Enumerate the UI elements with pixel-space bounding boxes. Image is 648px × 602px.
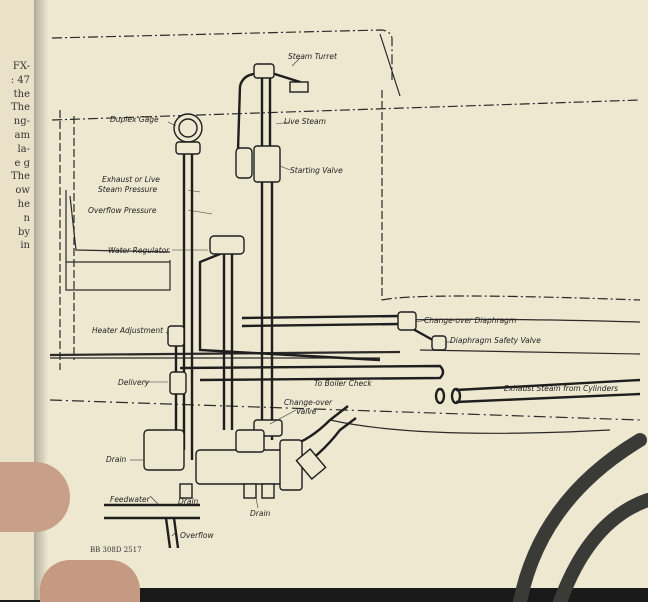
- label-change-over-valve-line1: Change-over: [284, 398, 333, 407]
- label-drain-mid: Drain: [178, 497, 199, 506]
- label-duplex-gage: Duplex Gage: [110, 115, 159, 124]
- label-change-over-valve-line2: Valve: [296, 407, 317, 416]
- left-text-line: la-: [17, 143, 30, 155]
- left-text-line: the: [13, 88, 30, 100]
- label-drain-left: Drain: [106, 455, 127, 464]
- label-exhaust-pressure-line2: Steam Pressure: [98, 185, 157, 194]
- left-page-text: FX- : 47 the The ng- am la- e g The ow h…: [0, 60, 30, 253]
- left-text-line: The: [10, 102, 30, 114]
- cab-outline: [49, 29, 641, 434]
- label-starting-valve: Starting Valve: [290, 166, 343, 175]
- label-live-steam: Live Steam: [284, 117, 326, 126]
- book-spine: [34, 0, 48, 600]
- label-overflow-pressure: Overflow Pressure: [88, 206, 157, 215]
- heater-adjustment-valve: [167, 325, 185, 347]
- finger: [40, 560, 140, 602]
- left-text-line: n: [23, 212, 30, 224]
- components: [143, 63, 447, 499]
- left-text-line: FX-: [12, 61, 30, 72]
- left-text-line: ow: [15, 185, 30, 197]
- starting-valve-body: [253, 145, 281, 183]
- label-steam-turret: Steam Turret: [288, 52, 338, 61]
- left-text-line: e g: [14, 157, 31, 169]
- left-text-line: am: [14, 129, 30, 141]
- left-text-line: by: [17, 226, 30, 238]
- label-exhaust-pressure-line1: Exhaust or Live: [102, 175, 160, 184]
- left-text-line: : 47: [10, 74, 30, 86]
- label-change-over-diaphragm: Change-over Diaphragm: [424, 316, 516, 325]
- leader-lines: [130, 57, 452, 537]
- duplex-gage-dial: [173, 113, 203, 143]
- figure-code: BB 308D 2517: [90, 546, 142, 554]
- diagram-labels: Steam Turret Duplex Gage Live Steam Star…: [88, 52, 618, 540]
- label-exhaust-steam-cylinders: Exhaust Steam from Cylinders: [504, 384, 618, 393]
- label-overflow: Overflow: [180, 531, 214, 540]
- injector-main-body: [195, 449, 293, 485]
- water-regulator-body: [209, 235, 245, 255]
- change-over-diaphragm-body: [397, 311, 417, 331]
- label-drain-bottom: Drain: [250, 509, 271, 518]
- diaphragm-safety-valve-body: [431, 335, 447, 351]
- left-text-line: ng-: [13, 116, 30, 128]
- left-text-line: The: [10, 171, 30, 183]
- steam-turret-body: [253, 63, 275, 79]
- label-delivery: Delivery: [118, 378, 150, 387]
- diagram-page: [36, 0, 648, 588]
- label-diaphragm-safety-valve: Diaphragm Safety Valve: [450, 336, 541, 345]
- label-feedwater: Feedwater: [110, 495, 151, 504]
- left-text-line: in: [20, 240, 30, 252]
- label-heater-adjustment: Heater Adjustment: [92, 326, 164, 335]
- left-text-line: he: [17, 198, 30, 210]
- thumb: [0, 462, 70, 532]
- label-to-boiler-check: To Boiler Check: [314, 379, 372, 388]
- steam-turret-valve: [289, 81, 309, 93]
- label-water-regulator: Water Regulator: [108, 246, 170, 255]
- piping: [104, 68, 641, 549]
- strap-overlay: [513, 433, 648, 602]
- injector-left-body: [143, 429, 185, 471]
